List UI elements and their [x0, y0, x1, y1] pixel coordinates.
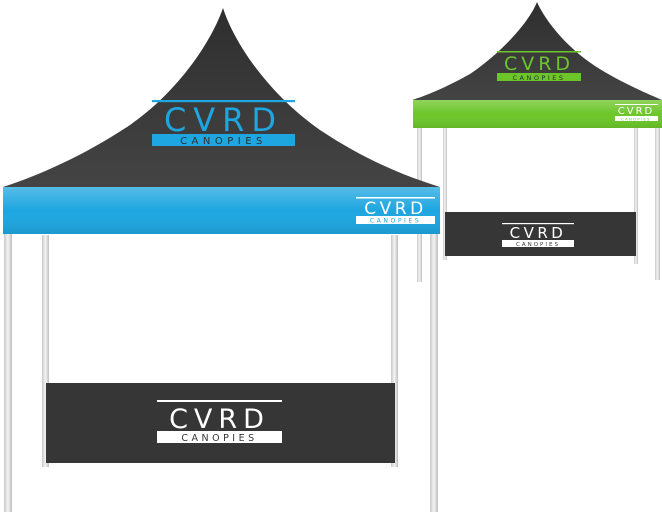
- small-canopy-tent: CVRD CANOPIES CVRD CANOPIES CVRD CANOPIE…: [412, 2, 662, 282]
- small-tent-pole-back-left: [443, 124, 447, 260]
- large-tent-pole-back-left: [42, 235, 49, 467]
- large-tent-wall-logo: CVRD CANOPIES: [157, 400, 282, 444]
- small-tent-half-wall: [445, 212, 636, 256]
- small-wall-logo-sub: CANOPIES: [516, 242, 560, 248]
- large-valance-logo-main: CVRD: [364, 199, 426, 219]
- large-tent-valance-logo: CVRD CANOPIES: [356, 197, 435, 225]
- small-valance-logo-main: CVRD: [618, 106, 654, 117]
- small-valance-logo-sub: CANOPIES: [621, 117, 651, 122]
- large-tent-pole-right: [430, 230, 438, 512]
- large-roof-logo-main: CVRD: [164, 101, 283, 139]
- large-tent-roof-logo: CVRD CANOPIES: [152, 100, 295, 147]
- small-tent-wall-logo: CVRD CANOPIES: [502, 223, 574, 248]
- small-tent-valance-logo: CVRD CANOPIES: [615, 104, 658, 122]
- large-wall-logo-sub: CANOPIES: [181, 433, 257, 444]
- large-tent-pole-left: [4, 230, 12, 512]
- large-valance-logo-sub: CANOPIES: [370, 218, 421, 225]
- small-roof-logo-sub: CANOPIES: [512, 74, 565, 82]
- large-canopy-tent: CVRD CANOPIES CVRD CANOPIES CVRD CANOPIE…: [3, 8, 440, 512]
- large-roof-logo-sub: CANOPIES: [180, 136, 267, 147]
- small-tent-pole-right: [655, 124, 660, 280]
- large-tent-roof: [3, 8, 440, 187]
- large-tent-half-wall: [46, 383, 395, 463]
- small-wall-logo-main: CVRD: [510, 224, 567, 242]
- small-roof-logo-main: CVRD: [504, 53, 574, 75]
- large-wall-logo-main: CVRD: [169, 404, 270, 435]
- small-tent-roof-logo: CVRD CANOPIES: [497, 51, 581, 82]
- small-tent-pole-back-right: [634, 124, 638, 264]
- large-tent-pole-back-right: [391, 235, 398, 467]
